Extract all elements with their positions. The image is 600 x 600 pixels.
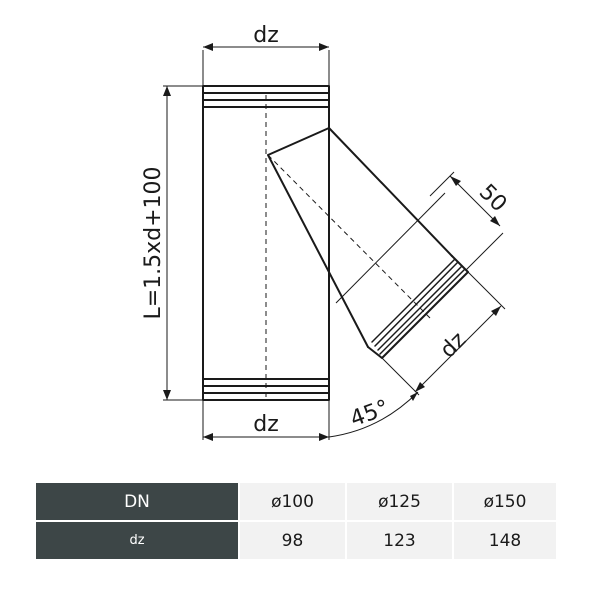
dz-top-label: dz [253,23,279,48]
dz-bottom-label: dz [253,412,279,437]
table-row-dz: dz 98 123 148 [36,522,556,559]
dimension-dz-top: dz [202,23,330,86]
dimension-length: L=1.5xd+100 [141,85,203,401]
dz-branch-label: dz [436,328,472,364]
dimension-socket: 50 [429,171,511,271]
dimension-angle: 45° [328,391,419,438]
branch-pipe [267,127,469,359]
dn-value: ø125 [347,483,452,520]
header-dn: DN [36,483,238,520]
length-label: L=1.5xd+100 [141,166,166,319]
main-pipe [202,85,330,401]
header-dz: dz [36,522,238,559]
dz-value: 98 [240,522,345,559]
angle-label: 45° [347,395,392,432]
dz-value: 123 [347,522,452,559]
socket-label: 50 [474,180,511,217]
dimension-dz-bottom: dz [202,400,330,441]
dn-value: ø100 [240,483,345,520]
table-row-dn: DN ø100 ø125 ø150 [36,483,556,520]
dn-value: ø150 [454,483,556,520]
tee-fitting-drawing: dz dz L=1.5xd+100 50 dz [141,23,511,441]
dz-value: 148 [454,522,556,559]
dimensions-table: DN ø100 ø125 ø150 dz 98 123 148 [34,481,558,561]
